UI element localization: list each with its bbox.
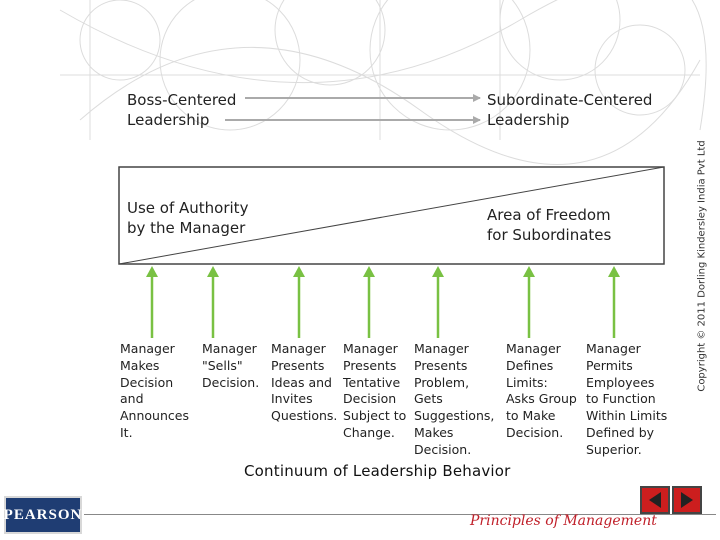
freedom-label: Area of Freedom for Subordinates <box>487 205 611 245</box>
behavior-arrow-head-1 <box>146 266 158 277</box>
pearson-logo: PEARSON <box>4 496 82 534</box>
triangle-right-icon <box>674 488 700 512</box>
prev-slide-button[interactable] <box>640 486 670 514</box>
authority-line-1: Use of Authority <box>127 198 248 218</box>
triangle-left-icon <box>642 488 668 512</box>
behavior-arrow-head-7 <box>608 266 620 277</box>
behavior-arrow-head-3 <box>293 266 305 277</box>
footer-brand: Principles of Management <box>470 513 657 529</box>
behavior-arrow-head-2 <box>207 266 219 277</box>
authority-label: Use of Authority by the Manager <box>127 198 248 238</box>
diagram-title: Continuum of Leadership Behavior <box>244 462 511 480</box>
behavior-arrow-head-4 <box>363 266 375 277</box>
behavior-6: Manager Defines Limits: Asks Group to Ma… <box>506 341 577 442</box>
behavior-5: Manager Presents Problem, Gets Suggestio… <box>414 341 494 459</box>
authority-line-2: by the Manager <box>127 218 248 238</box>
behavior-1: Manager Makes Decision and Announces It. <box>120 341 189 442</box>
behavior-arrow-head-5 <box>432 266 444 277</box>
behavior-7: Manager Permits Employees to Function Wi… <box>586 341 667 459</box>
behavior-3: Manager Presents Ideas and Invites Quest… <box>271 341 337 425</box>
behavior-arrow-head-6 <box>523 266 535 277</box>
behavior-4: Manager Presents Tentative Decision Subj… <box>343 341 406 442</box>
freedom-line-2: for Subordinates <box>487 225 611 245</box>
next-slide-button[interactable] <box>672 486 702 514</box>
freedom-line-1: Area of Freedom <box>487 205 611 225</box>
behavior-2: Manager "Sells" Decision. <box>202 341 259 391</box>
behavior-arrows <box>146 266 620 338</box>
